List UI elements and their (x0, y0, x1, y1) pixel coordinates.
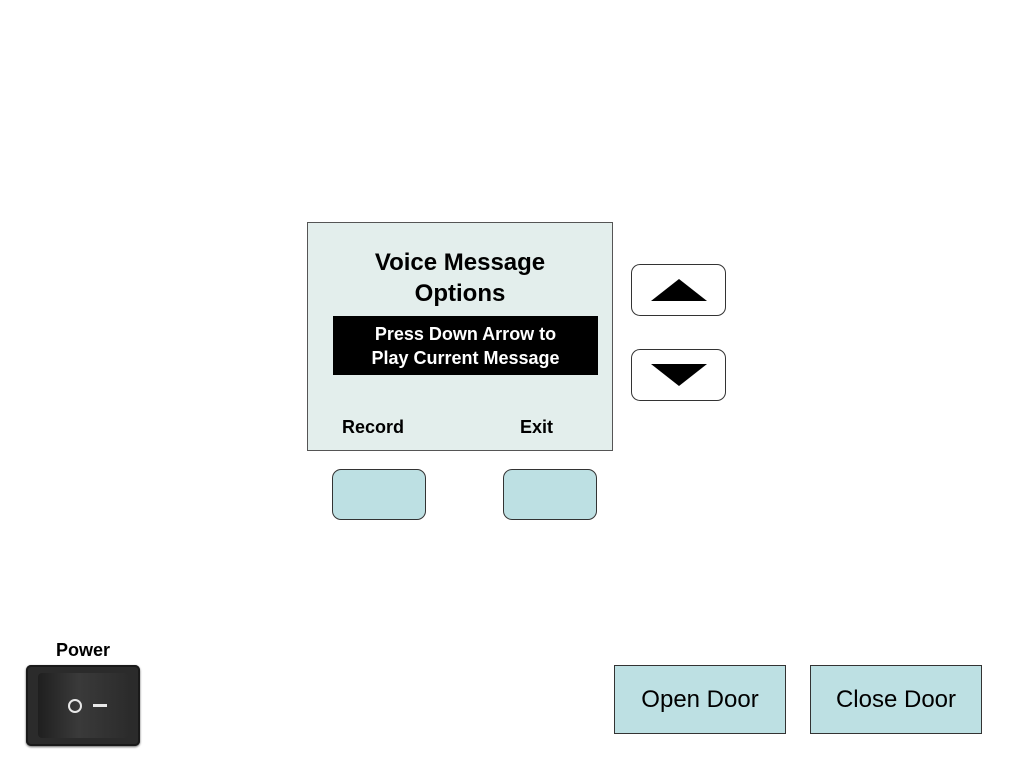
exit-softkey-button[interactable] (503, 469, 597, 520)
up-arrow-button[interactable] (631, 264, 726, 316)
power-off-symbol-icon (68, 699, 82, 713)
record-softkey-button[interactable] (332, 469, 426, 520)
power-label: Power (56, 640, 111, 660)
prompt-box: Press Down Arrow to Play Current Message (333, 316, 598, 375)
open-door-button[interactable]: Open Door (614, 665, 786, 734)
close-door-button[interactable]: Close Door (810, 665, 982, 734)
screen-title-line2: Options (414, 280, 506, 307)
softkey-label-exit: Exit (520, 417, 554, 437)
prompt-line1: Press Down Arrow to (374, 323, 557, 344)
triangle-down-icon (650, 364, 707, 386)
screen-title: Voice Message Options (308, 247, 612, 309)
display-screen: Voice Message Options Press Down Arrow t… (307, 222, 613, 451)
power-rocker (38, 673, 128, 738)
softkey-label-record: Record (342, 417, 405, 437)
power-on-symbol-icon (93, 704, 107, 707)
triangle-up-icon (650, 279, 707, 301)
screen-title-line1: Voice Message (374, 249, 546, 276)
power-switch[interactable] (26, 665, 140, 746)
down-arrow-button[interactable] (631, 349, 726, 401)
prompt-line2: Play Current Message (371, 347, 560, 368)
